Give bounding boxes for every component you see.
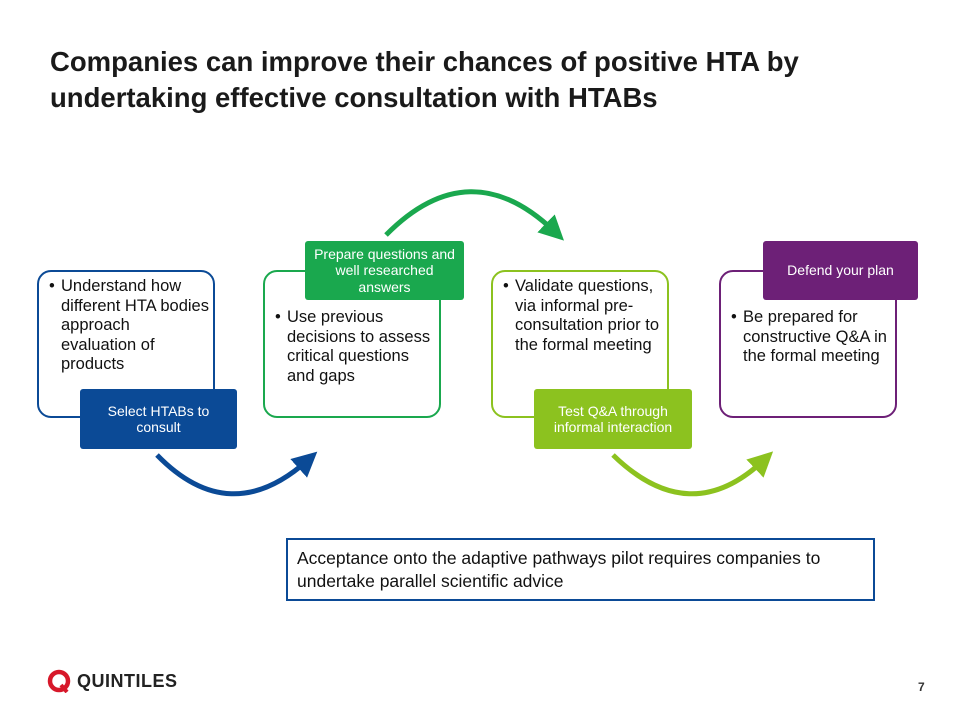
quintiles-logo-icon <box>47 669 71 693</box>
step-4-label: Defend your plan <box>763 241 918 300</box>
step-2-label: Prepare questions and well researched an… <box>305 241 464 300</box>
quintiles-logo: QUINTILES <box>47 669 178 693</box>
step-3-box: Validate questions, via informal pre-con… <box>491 270 669 418</box>
step-3-label: Test Q&A through informal interaction <box>534 389 692 449</box>
callout-box: Acceptance onto the adaptive pathways pi… <box>286 538 875 601</box>
step-4-bullet: Be prepared for constructive Q&A in the … <box>725 308 891 367</box>
arrow-green <box>384 189 565 241</box>
logo-text: QUINTILES <box>77 670 178 691</box>
arrow-lime <box>611 451 774 497</box>
page-number: 7 <box>918 680 925 694</box>
step-1-bullet: Understand how different HTA bodies appr… <box>43 277 209 375</box>
arrow-blue <box>155 451 318 497</box>
step-2-bullet: Use previous decisions to assess critica… <box>269 308 435 386</box>
step-3-bullet: Validate questions, via informal pre-con… <box>497 277 663 355</box>
slide-title: Companies can improve their chances of p… <box>50 46 799 113</box>
step-1-label: Select HTABs to consult <box>80 389 237 449</box>
